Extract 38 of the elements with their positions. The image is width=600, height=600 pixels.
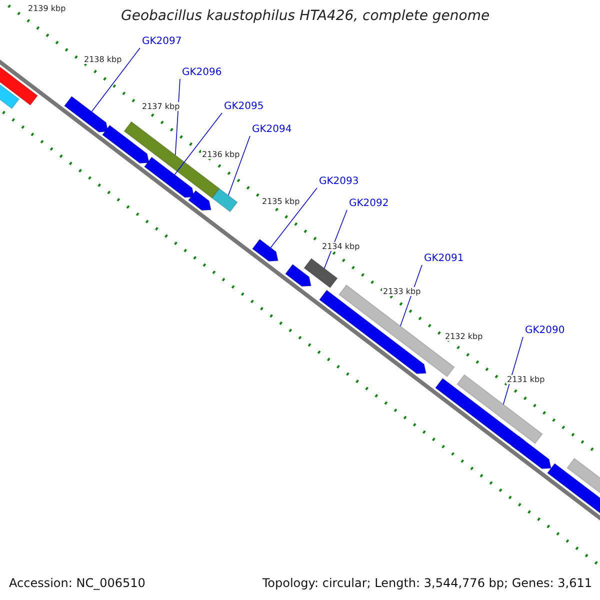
tick-label: 2132 kbp bbox=[444, 332, 484, 341]
gene-label: GK2093 bbox=[319, 176, 359, 187]
gene-block bbox=[64, 96, 109, 133]
gene-label: GK2090 bbox=[525, 325, 565, 336]
gene-block bbox=[102, 124, 150, 164]
gene-label: GK2097 bbox=[142, 36, 182, 47]
gene-block bbox=[144, 156, 195, 198]
footer-text: Topology: circular; Length: 3,544,776 bp; Genes: 3,611 bbox=[262, 576, 592, 590]
gene-block bbox=[510, 435, 552, 470]
gene-label: GK2095 bbox=[224, 101, 264, 112]
leader-line bbox=[174, 112, 222, 176]
gene-bar bbox=[303, 258, 338, 288]
gene-label: GK2096 bbox=[182, 67, 222, 78]
tick-label: 2137 kbp bbox=[141, 102, 181, 111]
gene-block bbox=[318, 289, 427, 374]
tick-label: 2131 kbp bbox=[506, 375, 546, 384]
tick-label: 2134 kbp bbox=[321, 242, 361, 251]
tick-label: 2139 kbp bbox=[27, 4, 67, 13]
leader-line bbox=[228, 136, 250, 196]
gene-block bbox=[188, 190, 212, 211]
gene-bar bbox=[0, 64, 38, 106]
tick-label: 2138 kbp bbox=[83, 55, 123, 64]
gene-bar bbox=[123, 120, 220, 199]
leader-line bbox=[174, 78, 180, 156]
gene-block bbox=[252, 238, 279, 262]
tick-label: 2133 kbp bbox=[382, 287, 422, 296]
gene-bar bbox=[456, 374, 544, 444]
gene-label: GK2094 bbox=[252, 124, 292, 135]
gene-label: GK2092 bbox=[349, 198, 389, 209]
leader-line bbox=[502, 336, 524, 405]
tick-label: 2135 kbp bbox=[261, 197, 301, 206]
gene-label: GK2091 bbox=[424, 253, 464, 264]
gene-bar bbox=[211, 188, 238, 212]
leader-line bbox=[270, 188, 318, 248]
leader-line bbox=[91, 48, 140, 112]
gene-block bbox=[284, 264, 312, 287]
footer-text: Accession: NC_006510 bbox=[9, 576, 146, 590]
tick-label: 2136 kbp bbox=[201, 150, 241, 159]
